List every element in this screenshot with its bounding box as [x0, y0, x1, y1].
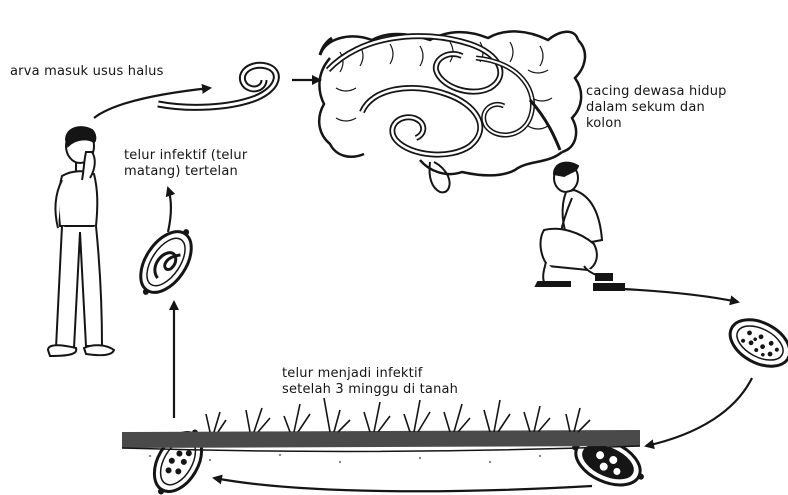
egg-infective-label-line-1: telur menjadi infektif [282, 366, 458, 382]
adult-worm-label-line-2: dalam sekum dan [586, 100, 727, 116]
larva-label: arva masuk usus halus [10, 64, 164, 80]
larva-worm-icon [158, 65, 276, 107]
adult-worm-label-line-3: kolon [586, 116, 727, 132]
cycle-arrows [94, 80, 752, 491]
egg-swallowed-label: telur infektif (telur matang) tertelan [124, 148, 247, 180]
intestine-with-worms-icon [319, 31, 585, 192]
arrow-to-soil-egg [646, 378, 752, 446]
arrow-soil-egg-to-left [214, 478, 592, 491]
embryonated-egg-icon [128, 218, 205, 305]
adult-worm-label-line-1: cacing dewasa hidup [586, 84, 727, 100]
egg-icon [722, 310, 788, 375]
arrow-to-larva [94, 88, 210, 118]
arrow-up-to-mouth [168, 188, 171, 232]
egg-icon [142, 420, 214, 495]
egg-swallowed-label-line-1: telur infektif (telur [124, 148, 247, 164]
squatting-person-icon [536, 163, 624, 290]
adult-worm-label: cacing dewasa hidup dalam sekum dan kolo… [586, 84, 727, 132]
egg-swallowed-label-line-2: matang) tertelan [124, 164, 247, 180]
egg-infective-label: telur menjadi infektif setelah 3 minggu … [282, 366, 458, 398]
standing-person-icon [48, 127, 114, 356]
egg-infective-label-line-2: setelah 3 minggu di tanah [282, 382, 458, 398]
